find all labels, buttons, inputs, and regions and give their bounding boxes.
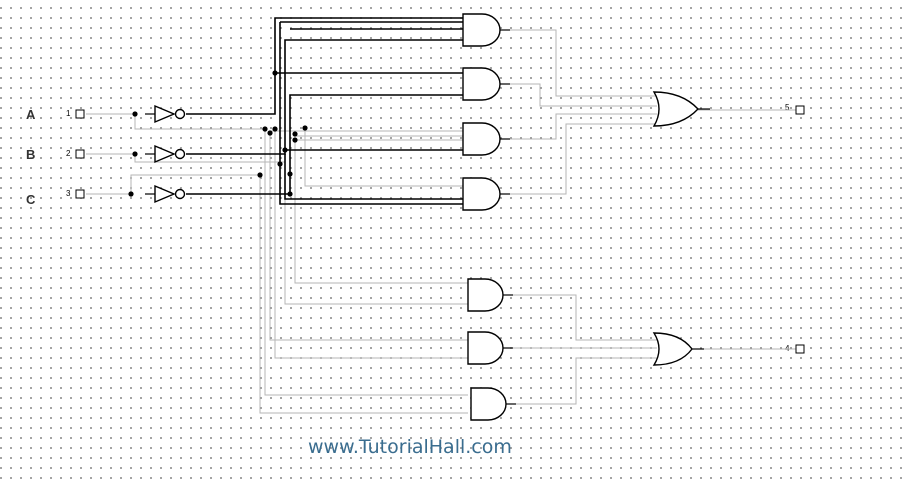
input-pin-c[interactable] [75, 189, 85, 199]
input-label-a: A [26, 107, 36, 122]
and-gate-5[interactable] [467, 278, 504, 312]
input-pin-number-1: 1 [66, 109, 71, 118]
junction-dots [128, 70, 308, 197]
input-label-c: C [26, 192, 36, 207]
and-gate-6[interactable] [467, 331, 504, 365]
active-wires [186, 17, 463, 205]
and-gate-7[interactable] [470, 387, 507, 421]
or-gate-output-4[interactable] [652, 332, 704, 366]
output-pin-5[interactable] [795, 105, 805, 115]
input-pin-number-2: 2 [66, 149, 71, 158]
or-gate-output-5[interactable] [652, 91, 710, 127]
inactive-wires [86, 29, 796, 414]
output-pin-number-5: 5 [785, 103, 790, 112]
input-label-b: B [26, 147, 36, 162]
watermark-text: www.TutorialHall.com [308, 436, 512, 458]
input-pin-a[interactable] [75, 109, 85, 119]
and-gate-1[interactable] [462, 13, 501, 47]
not-gate-a[interactable] [145, 104, 186, 124]
and-gate-3[interactable] [462, 122, 501, 156]
output-pin-4[interactable] [795, 344, 805, 354]
and-gate-4[interactable] [462, 177, 501, 211]
and-gate-2[interactable] [462, 67, 501, 101]
input-pin-number-3: 3 [66, 189, 71, 198]
not-gate-b[interactable] [145, 144, 186, 164]
not-gate-c[interactable] [145, 184, 186, 204]
input-pin-b[interactable] [75, 149, 85, 159]
